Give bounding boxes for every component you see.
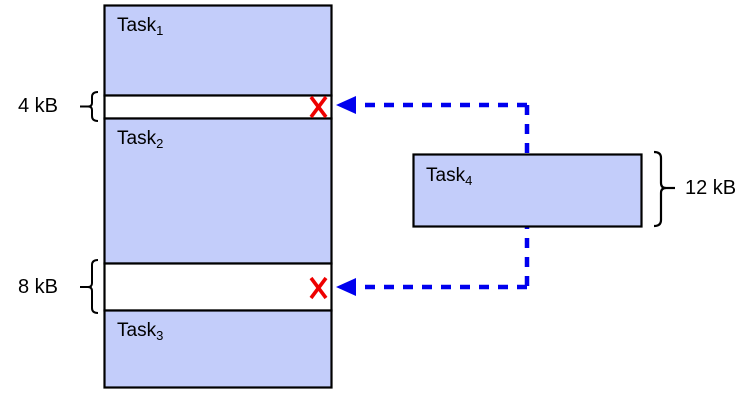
reject-mark-8kb <box>309 276 328 300</box>
memory-block-task1-label: Task1 <box>117 15 164 38</box>
incoming-task4-box <box>412 153 643 228</box>
memory-block-task3-label: Task3 <box>117 320 164 343</box>
memory-block-task3 <box>103 309 333 389</box>
reject-mark-4kb <box>309 95 328 119</box>
incoming-task4-label: Task4 <box>426 165 473 188</box>
memory-block-task1 <box>103 4 333 97</box>
memory-hole-4kb <box>103 94 333 120</box>
memory-block-task2 <box>103 117 333 265</box>
brace-12kb <box>653 150 667 228</box>
brace-4kb <box>87 91 99 122</box>
arrow-to-hole-8kb-head <box>336 278 356 296</box>
hole-4kb-size-label: 4 kB <box>18 95 59 117</box>
arrow-to-hole-4kb-head <box>336 96 356 114</box>
task4-size-label: 12 kB <box>685 177 737 199</box>
memory-block-task2-label: Task2 <box>117 128 164 151</box>
memory-hole-8kb <box>103 262 333 312</box>
hole-8kb-size-label: 8 kB <box>18 276 59 298</box>
brace-8kb <box>87 259 99 314</box>
